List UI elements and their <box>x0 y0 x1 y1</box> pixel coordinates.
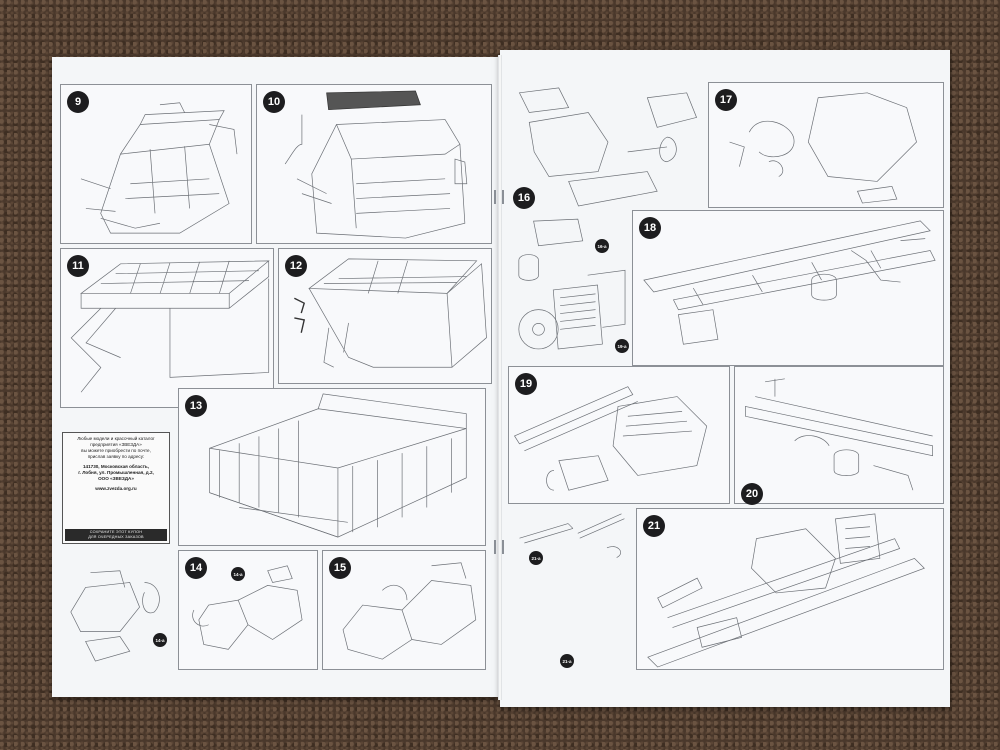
step-number-18: 18 <box>639 217 661 239</box>
panel-step-21a: 21-a <box>508 508 634 578</box>
coupon-line-1: Любые модели и красочный каталог <box>77 436 155 441</box>
step-number-14: 14 <box>185 557 207 579</box>
step-number-21: 21 <box>643 515 665 537</box>
staple-top <box>494 190 504 204</box>
step-number-12: 12 <box>285 255 307 277</box>
step-number-17: 17 <box>715 89 737 111</box>
panel-step-17: 17 <box>708 82 944 208</box>
sub-step-14a: 14-a <box>153 633 167 647</box>
sub-step-21a-bottom: 21-a <box>560 654 574 668</box>
sub-step-14a-callout: 14-a <box>231 567 245 581</box>
panel-step-14a: 14-a <box>60 552 172 670</box>
step-number-10: 10 <box>263 91 285 113</box>
sub-step-16a: 16-a <box>595 239 609 253</box>
coupon-address-3: ООО «ЗВЕЗДА» <box>98 476 134 481</box>
panel-step-12: 12 <box>278 248 492 384</box>
panel-step-16: 16 <box>508 82 706 209</box>
step-number-9: 9 <box>67 91 89 113</box>
sub-step-19a: 19-a <box>615 339 629 353</box>
step-number-11: 11 <box>67 255 89 277</box>
page-gutter <box>498 55 502 700</box>
coupon-line-3: вы можете приобрести по почте, <box>81 448 151 453</box>
coupon-line-2: предприятия «ЗВЕЗДА» <box>90 442 142 447</box>
coupon-address-1: 141730, Московская область, <box>82 464 150 469</box>
panel-step-16a-19a: 16-a 19-a <box>508 210 629 366</box>
step-number-19: 19 <box>515 373 537 395</box>
coupon-line-4: прислав заявку по адресу: <box>87 454 145 459</box>
panel-step-10: 10 <box>256 84 492 244</box>
coupon-footer-line-2: ДЛЯ ОЧЕРЕДНЫХ ЗАКАЗОВ <box>88 535 144 539</box>
step-number-16: 16 <box>513 187 535 209</box>
panel-step-20: 20 <box>734 366 944 505</box>
panel-step-13: 13 <box>178 388 486 546</box>
step-number-13: 13 <box>185 395 207 417</box>
panel-step-21: 21 <box>636 508 944 670</box>
panel-step-14: 14 14-a <box>178 550 318 670</box>
panel-step-9: 9 <box>60 84 252 244</box>
step-number-20: 20 <box>741 483 763 505</box>
staple-bottom <box>494 540 504 554</box>
coupon-address-2: г. Лобня, ул. Промышленная, д.2, <box>78 470 154 475</box>
mail-order-coupon: Любые модели и красочный каталог предпри… <box>62 432 170 544</box>
panel-step-11: 11 <box>60 248 274 408</box>
step-number-15: 15 <box>329 557 351 579</box>
coupon-footer-line-1: СОХРАНИТЕ ЭТОТ КУПОН <box>89 530 143 534</box>
panel-step-19: 19 <box>508 366 730 504</box>
coupon-website: www.zvezda.org.ru <box>95 486 137 491</box>
sub-step-21a: 21-a <box>529 551 543 565</box>
panel-step-15: 15 <box>322 550 486 670</box>
coupon-footer-bar: СОХРАНИТЕ ЭТОТ КУПОН ДЛЯ ОЧЕРЕДНЫХ ЗАКАЗ… <box>65 529 167 541</box>
panel-step-18: 18 <box>632 210 944 366</box>
